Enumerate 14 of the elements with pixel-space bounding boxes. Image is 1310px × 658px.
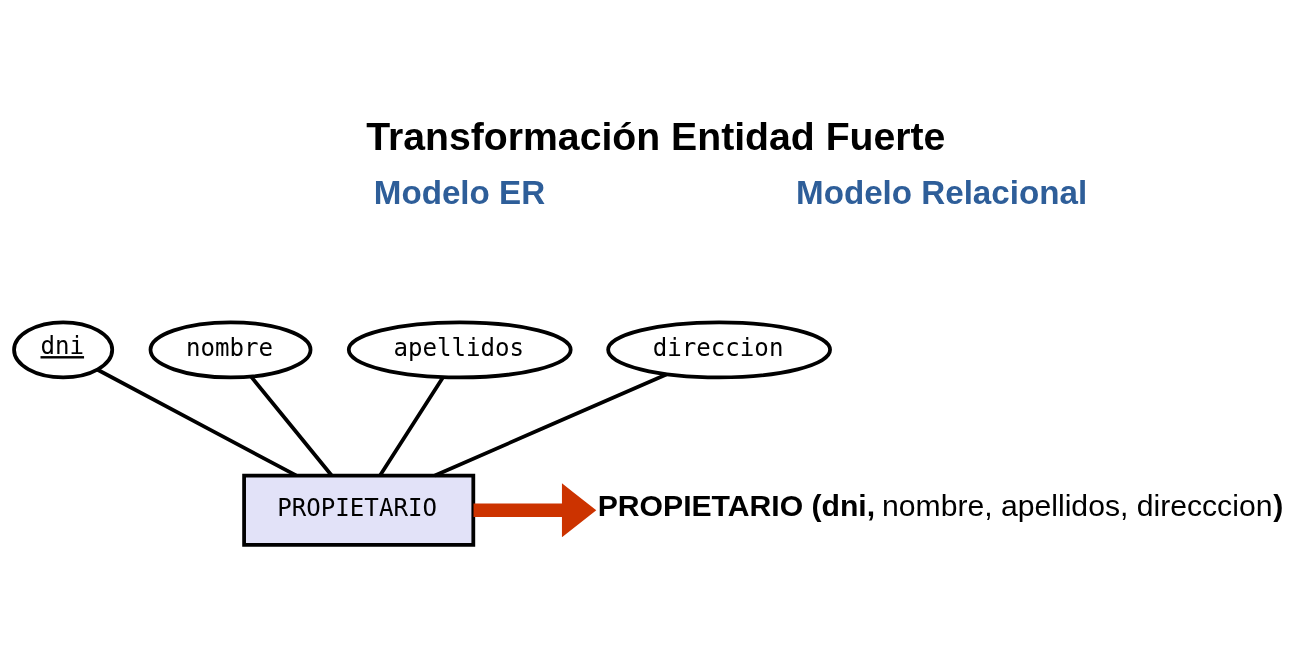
connector (434, 372, 668, 477)
node-ellipse: dni (12, 319, 115, 379)
connector (378, 375, 445, 476)
diagram-title: Transformación Entidad Fuerte (366, 114, 946, 158)
label: Modelo Relacional (796, 173, 1088, 211)
node-ellipse: direccion (606, 319, 832, 379)
label: Modelo ER (373, 173, 546, 211)
node-ellipse: nombre (148, 319, 313, 379)
connector (96, 367, 297, 477)
arrow (473, 482, 597, 537)
node-ellipse: apellidos (346, 319, 573, 379)
connector (249, 374, 333, 476)
node-box: PROPIETARIO (242, 473, 476, 547)
node-text: PROPIETARIO (dni, nombre, apellidos, direcccion) (597, 488, 1284, 522)
